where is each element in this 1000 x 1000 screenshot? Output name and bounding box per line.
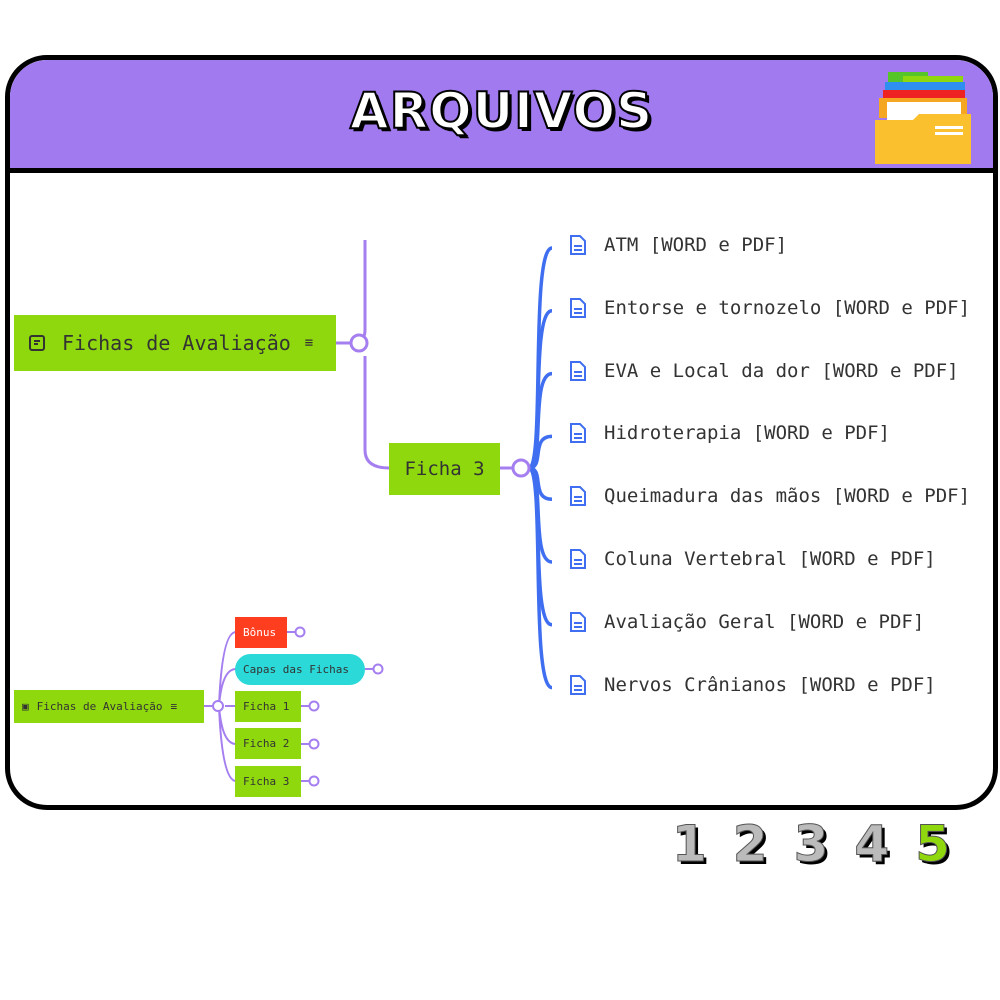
document-icon	[570, 549, 586, 569]
overview-node-ficha-1[interactable]: Ficha 1	[235, 691, 301, 722]
item-connector	[528, 466, 553, 564]
branch-node-ficha-3[interactable]: Ficha 3	[389, 443, 500, 495]
document-icon	[570, 423, 586, 444]
page-3[interactable]: 3	[793, 815, 829, 874]
document-icon	[570, 674, 586, 695]
item-connector	[527, 466, 553, 690]
file-item[interactable]: ATM [WORD e PDF]	[568, 234, 787, 256]
page-5[interactable]: 5	[915, 815, 951, 874]
file-item-label: EVA e Local da dor [WORD e PDF]	[604, 359, 959, 382]
file-item[interactable]: Entorse e tornozelo [WORD e PDF]	[568, 297, 970, 319]
overview-node-ficha-2[interactable]: Ficha 2	[235, 728, 301, 759]
page-2[interactable]: 2	[732, 815, 768, 874]
overview-node-ficha-3[interactable]: Ficha 3	[235, 766, 301, 797]
notes-list-icon: ≡	[304, 335, 314, 351]
node-label: Bônus	[243, 626, 277, 639]
root-node[interactable]: Fichas de Avaliação ≡	[14, 315, 336, 371]
folder-icon	[875, 72, 971, 164]
note-icon	[29, 335, 45, 351]
pagination: 1 2 3 4 5	[672, 815, 951, 874]
file-item-label: Queimadura das mãos [WORD e PDF]	[604, 485, 971, 508]
branch-node-label: Ficha 3	[404, 458, 485, 480]
page-1[interactable]: 1	[672, 815, 708, 874]
file-item-label: Hidroterapia [WORD e PDF]	[604, 422, 890, 445]
file-item-label: Avaliação Geral [WORD e PDF]	[604, 610, 925, 633]
root-node-label: Fichas de Avaliação	[62, 331, 291, 355]
file-item-label: Entorse e tornozelo [WORD e PDF]	[604, 296, 971, 319]
document-icon	[570, 297, 586, 318]
document-icon	[570, 235, 586, 255]
file-item-label: ATM [WORD e PDF]	[604, 234, 788, 256]
overview-root-node[interactable]: ▣ Fichas de Avaliação ≡	[14, 690, 204, 723]
file-item-label: Nervos Crânianos [WORD e PDF]	[604, 673, 936, 696]
main-card: ARQUIVOS	[5, 55, 998, 810]
node-label: Ficha 2	[243, 737, 290, 750]
item-connector	[528, 371, 553, 470]
document-icon	[570, 611, 586, 632]
note-icon: ▣	[22, 700, 29, 713]
file-item[interactable]: Avaliação Geral [WORD e PDF]	[568, 611, 924, 633]
header: ARQUIVOS	[10, 60, 993, 173]
notes-list-icon: ≡	[170, 700, 178, 713]
page-4[interactable]: 4	[854, 815, 890, 874]
node-label: Ficha 1	[243, 700, 290, 713]
overview-root-label: Fichas de Avaliação	[36, 700, 163, 713]
overview-node-capas[interactable]: Capas das Fichas	[235, 654, 365, 685]
file-item[interactable]: EVA e Local da dor [WORD e PDF]	[568, 360, 959, 382]
document-icon	[570, 486, 586, 507]
node-label: Ficha 3	[243, 775, 290, 788]
file-item[interactable]: Hidroterapia [WORD e PDF]	[568, 422, 890, 444]
file-item[interactable]: Coluna Vertebral [WORD e PDF]	[568, 548, 936, 570]
document-icon	[570, 360, 586, 381]
node-label: Capas das Fichas	[243, 663, 349, 676]
file-item[interactable]: Queimadura das mãos [WORD e PDF]	[568, 485, 970, 507]
page-title: ARQUIVOS	[349, 81, 654, 141]
overview-node-bonus[interactable]: Bônus	[235, 617, 287, 648]
file-item-label: Coluna Vertebral [WORD e PDF]	[604, 548, 936, 570]
file-item[interactable]: Nervos Crânianos [WORD e PDF]	[568, 674, 936, 696]
